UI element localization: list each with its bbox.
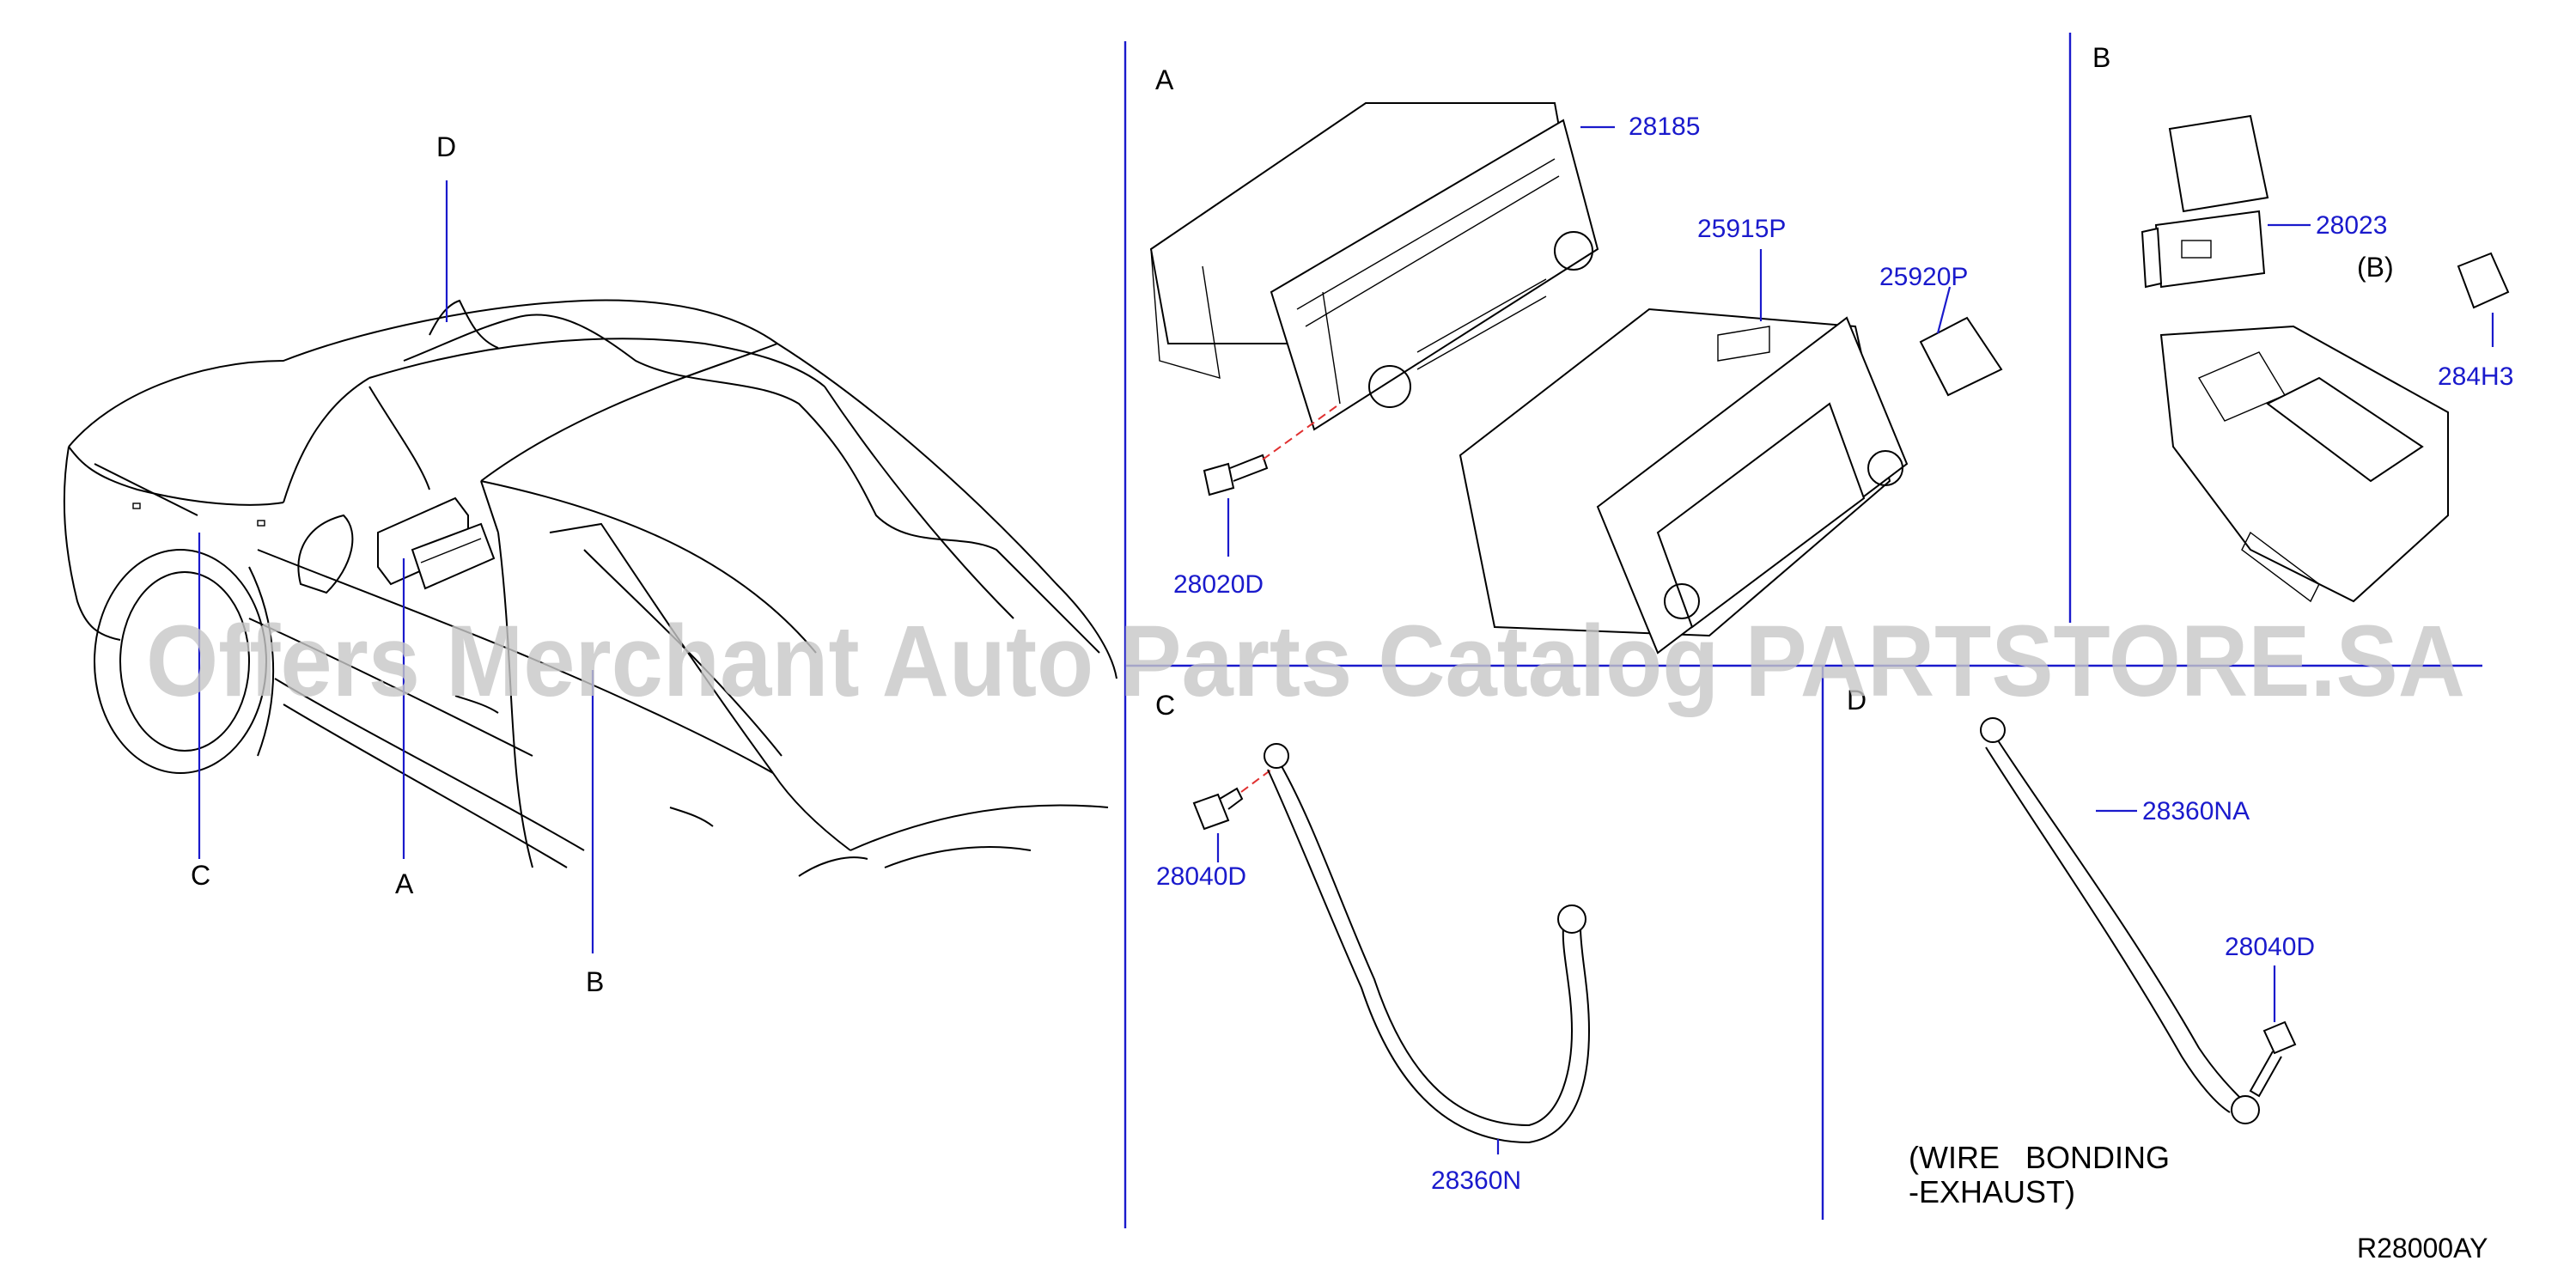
part-number-28023: 28023 xyxy=(2316,211,2387,240)
screw-28020d xyxy=(1203,454,1269,496)
part-number-28360na: 28360NA xyxy=(2142,797,2250,825)
diagram-code: R28000AY xyxy=(2357,1233,2488,1264)
part-number-25915p: 25915P xyxy=(1697,215,1786,243)
part-number-28020d: 28020D xyxy=(1173,570,1264,599)
watermark-text: Offers Merchant Auto Parts Catalog PARTS… xyxy=(146,605,2465,718)
screw-28040d-c xyxy=(1192,787,1244,831)
section-label-a: A xyxy=(1155,64,1174,95)
sd-card-25920p xyxy=(1919,316,2003,397)
part-number-28185: 28185 xyxy=(1629,113,1700,141)
part-number-284h3: 284H3 xyxy=(2438,362,2513,391)
callout-d-car: D xyxy=(436,131,456,162)
note-line-2: -EXHAUST) xyxy=(1909,1174,2075,1209)
strap-28360n xyxy=(1264,743,1591,1144)
part-number-28040d-c: 28040D xyxy=(1156,862,1246,891)
part-number-28360n: 28360N xyxy=(1431,1166,1521,1195)
part-number-28040d-d: 28040D xyxy=(2225,933,2315,961)
car-overview-drawing xyxy=(63,299,1117,877)
callout-c-car: C xyxy=(191,860,210,891)
audio-unit-28185 xyxy=(1149,102,1599,431)
callout-b-car: B xyxy=(586,966,604,997)
usb-module-28023 xyxy=(2141,114,2269,289)
note-line-1: (WIRE BONDING xyxy=(1909,1140,2170,1175)
screw-28040d-d xyxy=(2249,1020,2297,1098)
console-box xyxy=(2159,325,2449,603)
display-unit-25915p xyxy=(1459,308,1909,655)
callout-b-sub: (B) xyxy=(2357,252,2394,283)
part-number-25920p: 25920P xyxy=(1879,263,1968,291)
car-callout-leaders xyxy=(198,180,594,953)
strap-28360na xyxy=(1980,717,2260,1124)
callout-a-car: A xyxy=(395,868,414,899)
section-label-b: B xyxy=(2092,42,2110,73)
section-dividers xyxy=(1124,33,2482,1228)
section-label-c: C xyxy=(1155,690,1175,721)
component-284h3 xyxy=(2457,252,2510,309)
section-label-d: D xyxy=(1847,685,1867,716)
